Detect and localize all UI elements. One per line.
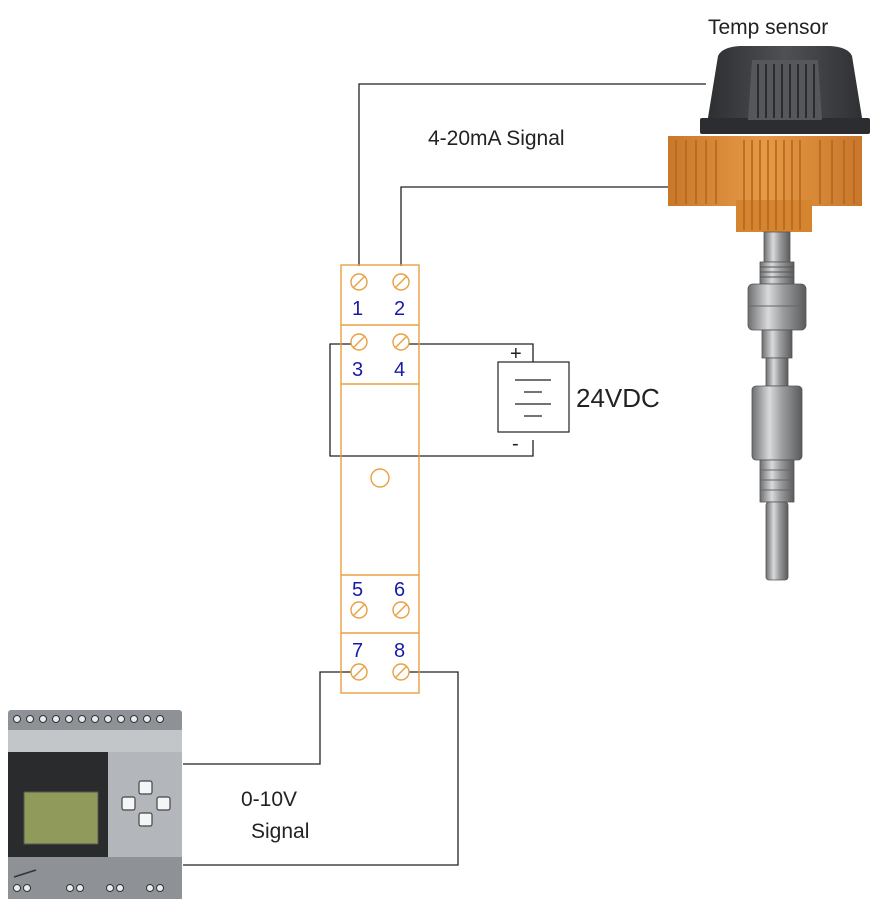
wires	[183, 83, 706, 866]
status-led-icon	[370, 468, 390, 488]
power-supply: + - 24VDC	[497, 343, 660, 455]
screw-terminal-7	[350, 663, 368, 681]
wire-terminal-3-to-minus	[329, 343, 534, 457]
output-signal-label-line1: 0-10V	[241, 788, 297, 811]
power-voltage-label: 24VDC	[576, 383, 660, 413]
wire-terminal-8-to-plc	[183, 671, 459, 866]
wire-sensor-to-terminal-2	[400, 186, 672, 266]
terminal-number-6: 6	[394, 579, 405, 601]
terminal-number-2: 2	[394, 298, 405, 320]
terminal-number-4: 4	[394, 359, 405, 381]
wire-sensor-to-terminal-1	[358, 83, 706, 266]
terminal-number-8: 8	[394, 640, 405, 662]
terminal-number-1: 1	[352, 298, 363, 320]
screw-terminal-3	[350, 333, 368, 351]
screw-terminal-1	[350, 273, 368, 291]
terminal-number-5: 5	[352, 579, 363, 601]
screw-terminal-4	[392, 333, 410, 351]
wire-terminal-4-to-plus	[402, 343, 534, 362]
terminal-number-3: 3	[352, 359, 363, 381]
output-signal-label-line2: Signal	[251, 820, 309, 843]
plc-controller-icon	[8, 710, 182, 899]
power-minus-label: -	[512, 433, 519, 455]
screw-terminal-6	[392, 601, 410, 619]
input-signal-label: 4-20mA Signal	[428, 127, 565, 150]
signal-converter-module: 1 2 3 4 5 6 7 8	[340, 264, 420, 694]
wire-terminal-7-to-plc	[183, 671, 358, 765]
temp-sensor-icon	[668, 46, 870, 581]
terminal-number-7: 7	[352, 640, 363, 662]
screw-terminal-8	[392, 663, 410, 681]
power-plus-label: +	[510, 343, 522, 365]
screw-terminal-2	[392, 273, 410, 291]
screw-terminal-5	[350, 601, 368, 619]
temp-sensor-label: Temp sensor	[708, 16, 828, 39]
